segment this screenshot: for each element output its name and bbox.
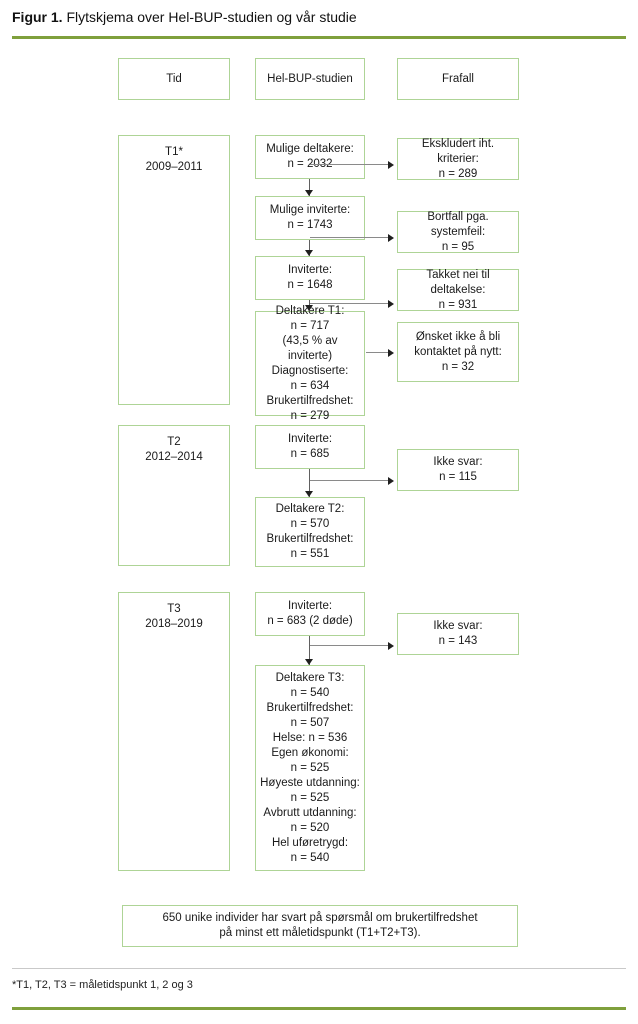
study-box-deltakere-t2: Deltakere T2: n = 570 Brukertilfredshet:…	[255, 497, 365, 567]
study-box-inviterte-t2: Inviterte: n = 685	[255, 425, 365, 469]
arrowhead-down-icon	[305, 190, 313, 196]
dropout-box-ikke-svar-t3: Ikke svar: n = 143	[397, 613, 519, 655]
connector-line	[309, 469, 310, 497]
figure-label: Figur 1.	[12, 9, 63, 25]
arrowhead-down-icon	[305, 659, 313, 665]
dropout-box-bortfall: Bortfall pga. systemfeil: n = 95	[397, 211, 519, 253]
period-box-t1: T1* 2009–2011	[118, 135, 230, 405]
connector-branch-onsket-ikke	[366, 352, 388, 353]
arrowhead-right-icon	[388, 300, 394, 308]
period-box-t3: T3 2018–2019	[118, 592, 230, 871]
figure-caption: Flytskjema over Hel-BUP-studien og vår s…	[62, 9, 357, 25]
column-header-dropout: Frafall	[397, 58, 519, 100]
study-box-deltakere-t1: Deltakere T1: n = 717 (43,5 % av inviter…	[255, 305, 365, 422]
arrowhead-right-icon	[388, 349, 394, 357]
arrowhead-down-icon	[305, 491, 313, 497]
study-box-inviterte-t1: Inviterte: n = 1648	[255, 256, 365, 300]
connector-branch-ikke-svar-t3	[310, 645, 388, 646]
dropout-box-takket-nei: Takket nei til deltakelse: n = 931	[397, 269, 519, 311]
connector-branch-ikke-svar-t2	[310, 480, 388, 481]
bottom-divider	[12, 1007, 626, 1010]
footer-divider	[12, 968, 626, 969]
dropout-box-ikke-svar-t2: Ikke svar: n = 115	[397, 449, 519, 491]
connector-branch-takket-nei	[310, 303, 388, 304]
connector-line	[309, 240, 310, 256]
arrowhead-down-icon	[305, 250, 313, 256]
study-box-inviterte-t3: Inviterte: n = 683 (2 døde)	[255, 592, 365, 636]
arrowhead-right-icon	[388, 477, 394, 485]
study-box-mulige-deltakere: Mulige deltakere: n = 2032	[255, 135, 365, 179]
page-title: Figur 1. Flytskjema over Hel-BUP-studien…	[12, 8, 626, 26]
connector-branch-bortfall	[310, 237, 388, 238]
footnote: *T1, T2, T3 = måletidspunkt 1, 2 og 3	[12, 979, 193, 991]
study-box-deltakere-t3: Deltakere T3: n = 540 Brukertilfredshet:…	[255, 665, 365, 871]
connector-branch-ekskludert	[310, 164, 388, 165]
arrowhead-right-icon	[388, 234, 394, 242]
connector-line	[309, 636, 310, 665]
study-box-mulige-inviterte: Mulige inviterte: n = 1743	[255, 196, 365, 240]
summary-box: 650 unike individer har svart på spørsmå…	[122, 905, 518, 947]
arrowhead-right-icon	[388, 161, 394, 169]
arrowhead-down-icon	[305, 305, 313, 311]
dropout-box-onsket-ikke: Ønsket ikke å bli kontaktet på nytt: n =…	[397, 322, 519, 382]
column-header-study: Hel-BUP-studien	[255, 58, 365, 100]
period-box-t2: T2 2012–2014	[118, 425, 230, 566]
connector-line	[309, 179, 310, 196]
header-divider	[12, 36, 626, 39]
dropout-box-ekskludert: Ekskludert iht. kriterier: n = 289	[397, 138, 519, 180]
arrowhead-right-icon	[388, 642, 394, 650]
column-header-time: Tid	[118, 58, 230, 100]
